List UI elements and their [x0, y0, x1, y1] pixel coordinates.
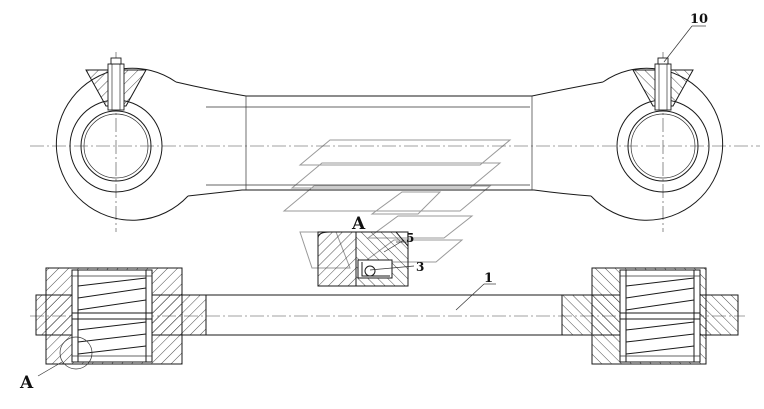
- leader-part-5: [383, 239, 405, 253]
- detail-view-a: [317, 231, 409, 287]
- label-part-5: 5: [406, 231, 414, 245]
- bottom-section-view: [30, 267, 745, 365]
- label-detail-callout-a: A: [19, 373, 34, 393]
- leader-part-3: [369, 265, 415, 271]
- detail-callout-a: [37, 336, 93, 377]
- label-detail-view-a: A: [351, 214, 366, 234]
- leader-part-1: [455, 283, 496, 311]
- label-part-10: 10: [690, 12, 708, 27]
- top-view-link: [30, 52, 760, 232]
- leader-part-10: [663, 25, 706, 63]
- label-part-1: 1: [484, 271, 493, 286]
- label-part-3: 3: [416, 260, 424, 274]
